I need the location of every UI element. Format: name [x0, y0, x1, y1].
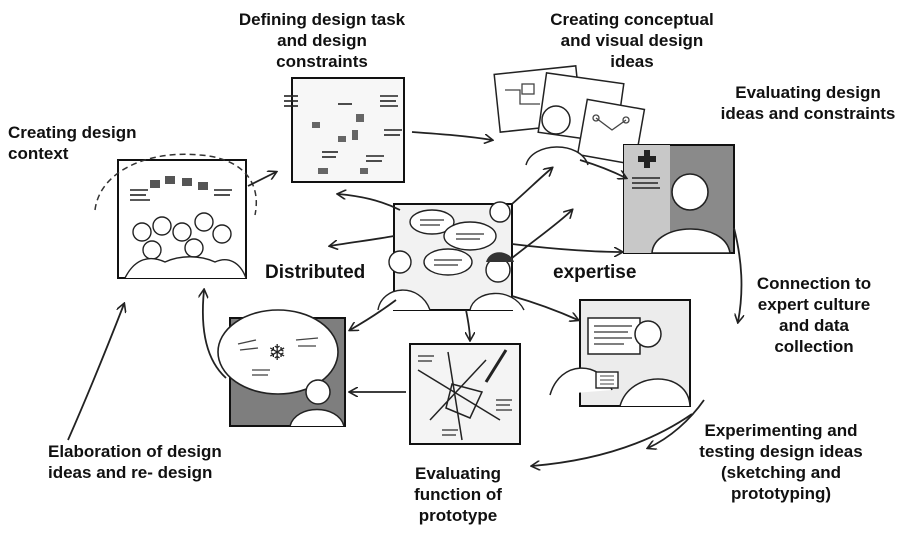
elaboration-illustration: ❄: [217, 309, 346, 427]
context-illustration: [94, 153, 257, 279]
stage-elaboration: Elaboration of design ideas and re- desi…: [48, 442, 222, 482]
distributed-expertise-illustration: [377, 201, 525, 311]
evaluating-ideas-illustration: [623, 144, 735, 254]
stage-connection: Connection to expert culture and data co…: [756, 274, 872, 356]
stage-creating-ideas: Creating conceptual and visual design id…: [550, 10, 714, 71]
prototype-illustration: [409, 343, 521, 445]
stage-evaluating-ideas: Evaluating design ideas and constraints: [720, 83, 896, 123]
cycle-arrows: [67, 131, 741, 466]
stage-creating-context: Creating design context: [8, 123, 137, 163]
defining-task-illustration: [284, 77, 405, 183]
center-label-distributed: Distributed: [265, 262, 366, 283]
svg-text:❄: ❄: [268, 341, 286, 366]
creating-ideas-illustration: [493, 65, 646, 166]
stage-defining-task: Defining design task and design constrai…: [238, 10, 406, 71]
experimenting-illustration: [549, 299, 691, 407]
stage-evaluating-function: Evaluating function of prototype: [414, 464, 502, 525]
center-label-expertise: expertise: [553, 262, 637, 283]
stage-experimenting: Experimenting and testing design ideas (…: [699, 421, 863, 503]
